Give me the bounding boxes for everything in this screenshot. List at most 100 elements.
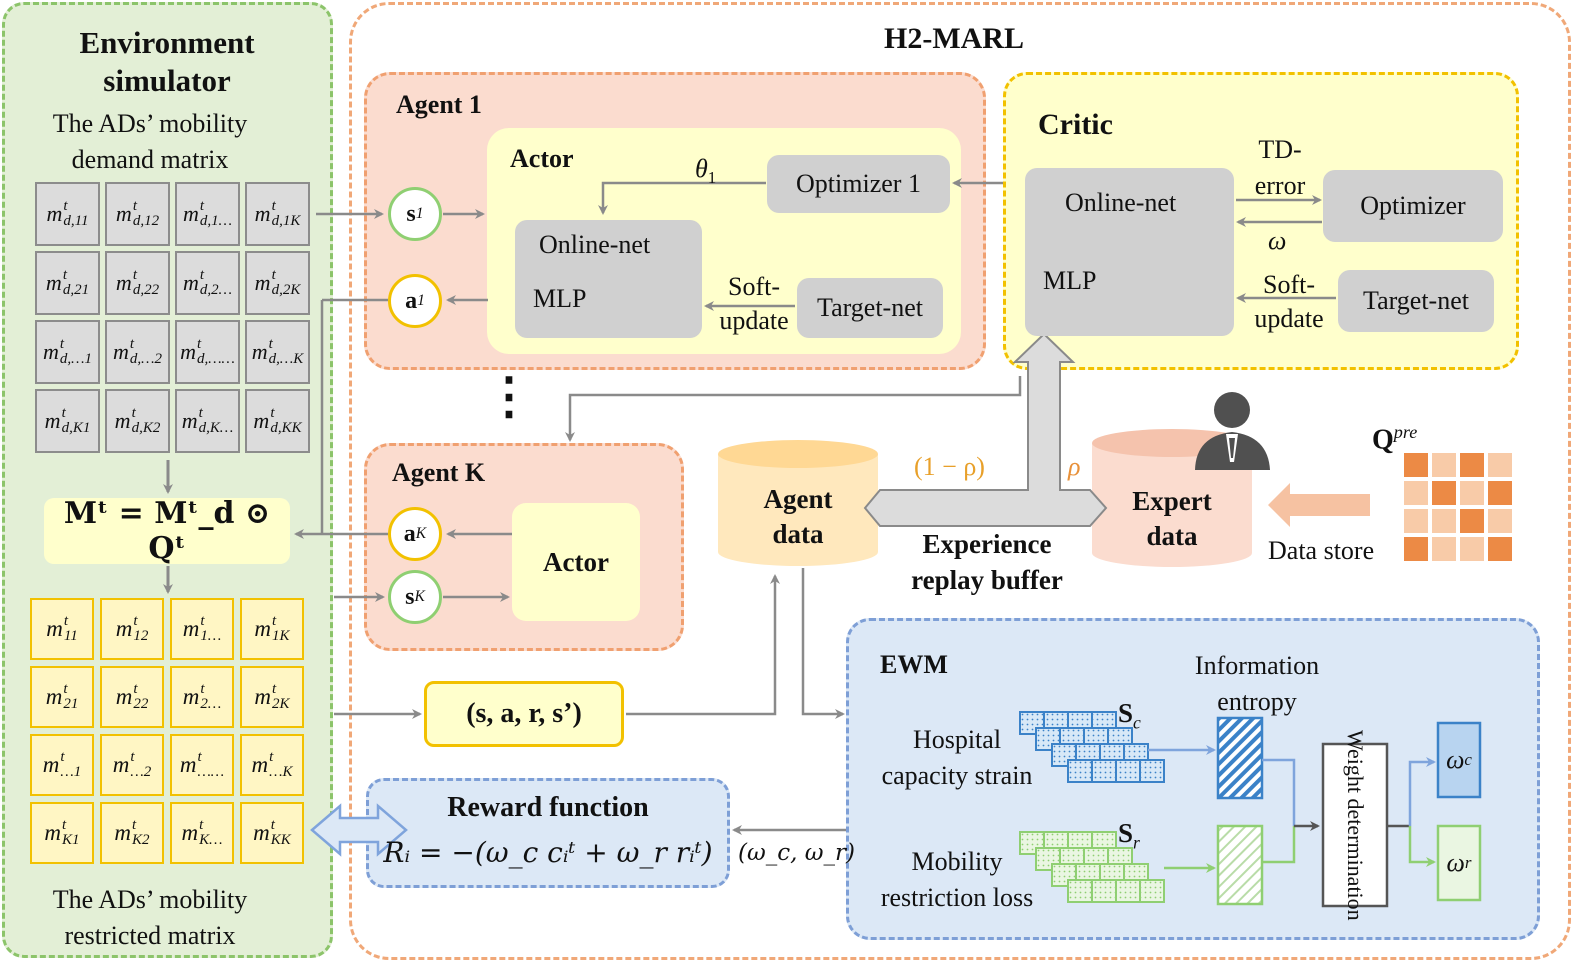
replay-buffer-line1: Experience	[922, 529, 1052, 559]
one-minus-rho-label: (1 − ρ)	[914, 452, 985, 481]
info-entropy-line1: Information	[1194, 651, 1320, 680]
restricted-matrix-caption-line1: The ADs’ mobility	[52, 885, 248, 914]
ewm-title: EWM	[880, 650, 948, 679]
expert-data-line1: Expert	[1132, 486, 1212, 516]
optimizer-1-label: Optimizer 1	[796, 169, 921, 198]
actor-online-net-label: Online-net	[539, 230, 651, 259]
hospital-strain-line1: Hospital	[912, 725, 1002, 754]
actor-1-title: Actor	[510, 144, 574, 173]
agents-ellipsis: ⋮	[484, 368, 534, 424]
expert-data-line2: data	[1146, 521, 1198, 551]
theta-1-label: θ1	[695, 154, 717, 188]
critic-target-net-box: Target-net	[1338, 270, 1494, 332]
reward-function-title: Reward function	[447, 792, 649, 823]
transition-tuple-box: (s, a, r, s’)	[424, 681, 624, 747]
entropy-bar-c	[1216, 716, 1264, 800]
critic-optimizer-label: Optimizer	[1360, 191, 1466, 220]
sc-label: Sc	[1118, 698, 1141, 733]
expert-person-icon	[1195, 392, 1270, 470]
sr-label: Sr	[1118, 818, 1140, 853]
data-store-label: Data store	[1268, 536, 1375, 565]
td-error-line1: TD-	[1258, 135, 1302, 164]
restricted-matrix-caption-line2: restricted matrix	[64, 921, 236, 950]
weights-pair-label: (ω_c, ω_r)	[738, 840, 855, 866]
agent-1-title: Agent 1	[396, 90, 482, 119]
qpre-heatmap	[1402, 451, 1514, 563]
agent-data-line1: Agent	[763, 484, 833, 514]
hospital-strain-line2: capacity strain	[881, 761, 1033, 790]
demand-matrix-caption-line2: demand matrix	[71, 145, 229, 174]
actor-soft-update-line2: update	[719, 306, 789, 335]
agent-data-cylinder	[718, 440, 878, 566]
mobility-loss-line2: restriction loss	[880, 883, 1034, 912]
env-title-line1: Environment	[79, 25, 255, 60]
transition-tuple-label: (s, a, r, s’)	[466, 698, 582, 729]
replay-buffer-line2: replay buffer	[911, 565, 1063, 595]
qpre-label: Qpre	[1372, 422, 1418, 456]
sr-matrix-stack	[1019, 831, 1165, 903]
actor-k-box: Actor	[512, 503, 640, 621]
actor-target-net-label: Target-net	[817, 293, 923, 322]
actor-k-label: Actor	[543, 546, 609, 577]
reward-function-box	[366, 778, 730, 888]
reward-function-formula: Rᵢ = −(ω_c cᵢᵗ + ω_r rᵢᵗ)	[383, 836, 713, 869]
entropy-bar-r	[1216, 824, 1264, 906]
demand-matrix-caption-line1: The ADs’ mobility	[52, 109, 248, 138]
h2-marl-title: H2-MARL	[884, 22, 1024, 55]
critic-title: Critic	[1038, 108, 1113, 141]
actor-target-net-box: Target-net	[797, 278, 943, 338]
h2-marl-panel	[349, 2, 1571, 960]
actor-soft-update-line1: Soft-	[728, 272, 780, 301]
optimizer-1-box: Optimizer 1	[767, 155, 950, 213]
weight-determination-label: Weight determination	[1343, 729, 1368, 921]
td-error-line2: error	[1254, 171, 1306, 200]
info-entropy-line2: entropy	[1217, 687, 1297, 716]
critic-target-net-label: Target-net	[1363, 286, 1469, 315]
mobility-loss-line1: Mobility	[911, 847, 1003, 876]
agent-data-line2: data	[772, 519, 824, 549]
omega-label: ω	[1268, 226, 1287, 255]
rho-label: ρ	[1068, 452, 1081, 481]
critic-online-net-label: Online-net	[1065, 188, 1177, 217]
sc-matrix-stack	[1019, 711, 1165, 783]
critic-soft-update-line2: update	[1254, 304, 1324, 333]
actor-online-net-box: Online-net MLP	[515, 220, 702, 338]
ewm-panel	[846, 618, 1540, 940]
actor-mlp-label: MLP	[533, 284, 587, 313]
